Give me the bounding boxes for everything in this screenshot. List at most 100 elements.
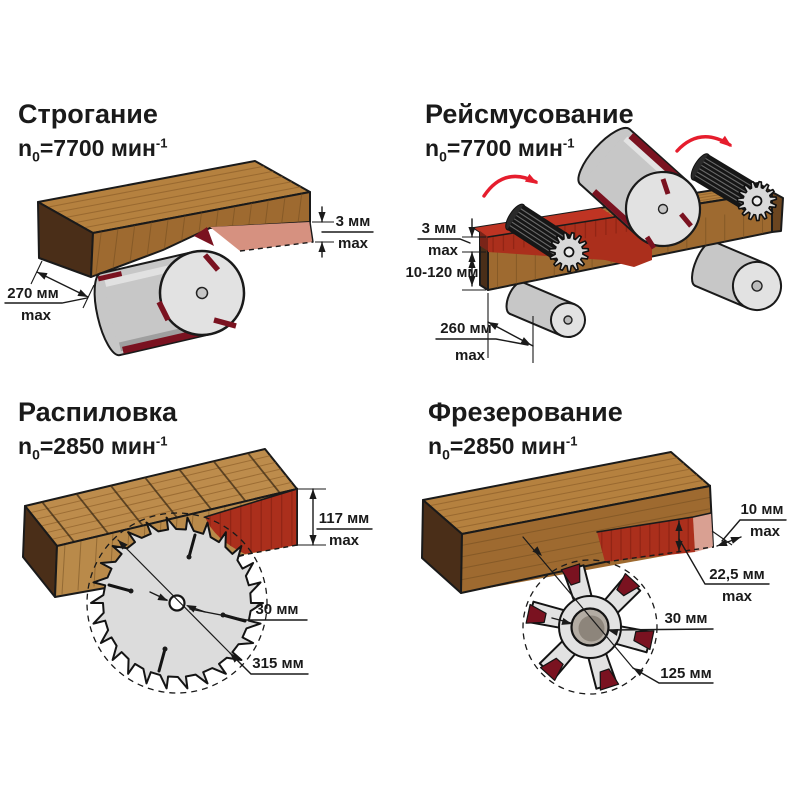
sawing-illustration: 117 мм max 30 мм 315 мм bbox=[22, 448, 373, 694]
thicknessing-header: Рейсмусование n0=7700 мин-1 bbox=[425, 99, 634, 164]
arrowhead bbox=[309, 535, 317, 545]
dimension-annotations: 10 мм max 22,5 мм max 30 мм 125 мм bbox=[522, 501, 787, 684]
dimension-arrowheads bbox=[532, 521, 741, 677]
cutter-outline-circle bbox=[522, 559, 658, 695]
milling-cutter bbox=[527, 564, 653, 690]
wood-grain bbox=[47, 165, 301, 229]
arrowhead bbox=[717, 539, 728, 546]
spindle-speed: n0=7700 мин-1 bbox=[18, 134, 168, 165]
milling-cutter-group bbox=[522, 559, 658, 695]
dim-label-width-max: max bbox=[21, 307, 52, 324]
arrowhead bbox=[468, 227, 476, 237]
wood-chip bbox=[194, 227, 214, 246]
arrowhead bbox=[157, 593, 168, 601]
sawing-header: Распиловка n0=2850 мин-1 bbox=[18, 397, 178, 463]
feed-roller-left bbox=[505, 203, 590, 273]
thicknessing-illustration: 3 мм max 10-120 мм 260 мм max bbox=[405, 126, 784, 364]
panel-title: Строгание bbox=[18, 99, 158, 129]
knurl-ridges bbox=[694, 157, 763, 211]
dim-label-width-max: max bbox=[455, 347, 486, 364]
arrowhead bbox=[675, 541, 683, 551]
dim-label-groove-depth-max: max bbox=[722, 588, 753, 605]
dimension-annotations: 3 мм max 270 мм max bbox=[4, 206, 374, 324]
dim-label-thickness-max: max bbox=[338, 235, 369, 252]
arrowhead bbox=[520, 337, 531, 345]
workpiece-beam bbox=[421, 451, 714, 594]
workpiece-beam bbox=[37, 160, 311, 278]
arrowhead bbox=[37, 272, 48, 280]
cutter-drum bbox=[577, 126, 702, 250]
drum-face-knives bbox=[156, 253, 237, 329]
planing-header: Строгание n0=7700 мин-1 bbox=[18, 99, 168, 165]
arrowhead bbox=[118, 540, 128, 550]
arrowhead bbox=[468, 276, 476, 286]
blade-bore bbox=[168, 594, 186, 612]
arrowhead bbox=[719, 135, 732, 147]
milled-groove-region bbox=[596, 512, 714, 563]
milling-header: Фрезерование n0=2850 мин-1 bbox=[428, 397, 623, 463]
arrowhead bbox=[186, 605, 197, 613]
arrowhead bbox=[77, 289, 88, 297]
board-dividers bbox=[41, 452, 281, 543]
arrowhead bbox=[488, 322, 499, 330]
arrowhead bbox=[468, 252, 476, 262]
arrowhead bbox=[561, 617, 572, 625]
knurl-ridges bbox=[509, 208, 575, 261]
wood-grain bbox=[429, 457, 704, 529]
arrowhead bbox=[730, 537, 741, 544]
arrowhead bbox=[532, 546, 542, 556]
dimension-annotations: 117 мм max 30 мм 315 мм bbox=[117, 488, 373, 675]
drum-axle bbox=[195, 286, 209, 300]
cutter-bore-inner bbox=[578, 615, 605, 642]
dim-label-groove-width-max: max bbox=[750, 523, 781, 540]
support-roller-right bbox=[691, 240, 782, 311]
removed-material-layer bbox=[194, 221, 314, 252]
spindle-speed: n0=2850 мин-1 bbox=[18, 432, 168, 463]
dim-label-bore: 30 мм bbox=[664, 610, 707, 627]
dimension-arrowheads bbox=[37, 212, 326, 297]
arrowhead bbox=[309, 489, 317, 499]
support-roller-left bbox=[505, 281, 586, 338]
panel-title: Распиловка bbox=[18, 397, 178, 427]
drum-face-knives bbox=[644, 178, 693, 250]
rotation-arrow-right bbox=[675, 135, 732, 153]
dim-label-groove-depth: 22,5 мм bbox=[709, 566, 765, 583]
dim-label-width: 260 мм bbox=[440, 320, 491, 337]
shaving-strip bbox=[210, 222, 313, 251]
panel-milling: Фрезерование n0=2850 мин-1 bbox=[400, 390, 800, 730]
arrowhead bbox=[468, 258, 476, 268]
dim-label-height-range: 10-120 мм bbox=[405, 264, 478, 281]
dim-label-removal-max: max bbox=[428, 242, 459, 259]
blade-outline-circle bbox=[86, 512, 268, 694]
arrowhead bbox=[524, 173, 538, 184]
panel-planing: Строгание n0=7700 мин-1 bbox=[0, 99, 400, 380]
arrowhead bbox=[608, 628, 619, 636]
wood-grain bbox=[461, 496, 711, 581]
arrowhead bbox=[633, 668, 644, 677]
saw-blade-group bbox=[86, 512, 268, 694]
cutter-teeth bbox=[525, 563, 655, 691]
dim-label-width: 270 мм bbox=[7, 285, 58, 302]
arrowhead bbox=[675, 521, 683, 531]
dim-label-removal: 3 мм bbox=[422, 220, 457, 237]
dimension-arrowheads bbox=[118, 489, 317, 663]
dim-label-cut-depth: 117 мм bbox=[319, 510, 370, 527]
planer-drum bbox=[93, 249, 246, 357]
rotation-arrowheads bbox=[524, 135, 732, 184]
milling-illustration: 10 мм max 22,5 мм max 30 мм 125 мм bbox=[421, 451, 787, 695]
spindle-speed: n0=2850 мин-1 bbox=[428, 432, 578, 463]
saw-cut-region bbox=[204, 487, 298, 556]
dim-label-groove-width: 10 мм bbox=[740, 501, 783, 518]
panel-title: Фрезерование bbox=[428, 397, 623, 427]
dimension-arrowheads bbox=[468, 227, 531, 345]
panel-sawing: Распиловка n0=2850 мин-1 bbox=[0, 390, 400, 730]
panel-thicknessing: Рейсмусование n0=7700 мин-1 bbox=[400, 99, 800, 390]
beam-front-face bbox=[90, 191, 311, 278]
dim-label-thickness: 3 мм bbox=[336, 213, 371, 230]
dim-label-cutter-diameter: 125 мм bbox=[660, 665, 711, 682]
beam-front-face bbox=[461, 486, 713, 593]
arrowhead bbox=[318, 212, 326, 222]
feed-roller-right bbox=[690, 153, 778, 222]
dim-label-bore: 30 мм bbox=[255, 601, 298, 618]
